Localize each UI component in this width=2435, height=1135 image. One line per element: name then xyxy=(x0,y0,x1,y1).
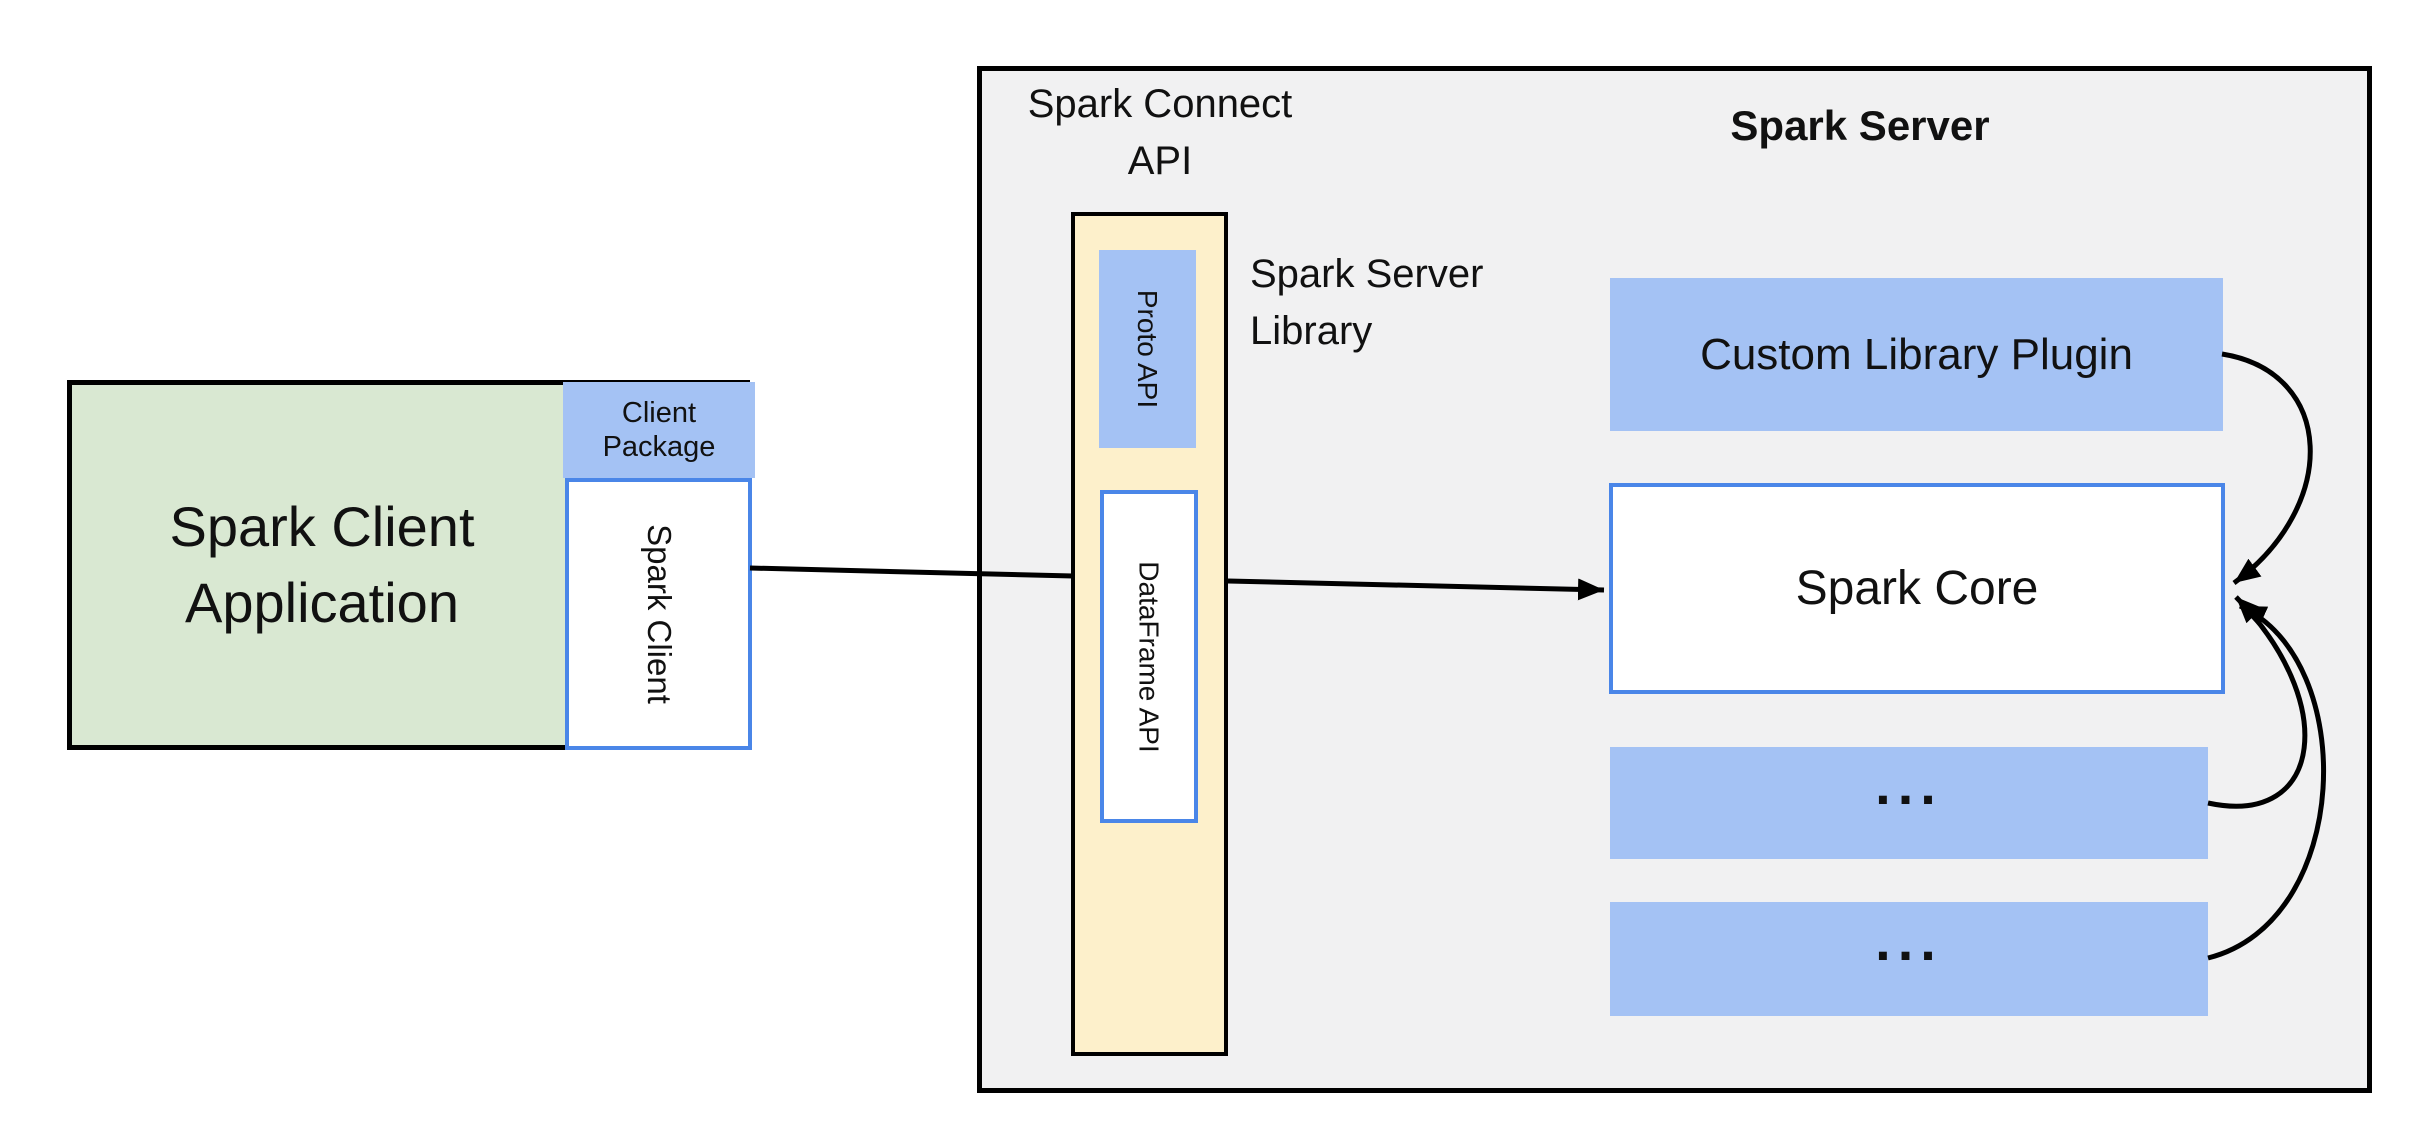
spark-server-title: Spark Server xyxy=(1730,102,1990,149)
spark-connect-api-label-line1: Spark Connect xyxy=(1027,82,1293,126)
spark-client-label: Spark Client xyxy=(640,524,678,704)
more-plugins-box-2: ... xyxy=(1610,902,2208,1016)
proto-api-box: Proto API xyxy=(1099,250,1196,448)
spark-client-application-label-line1: Spark Client xyxy=(169,494,475,558)
client-package-label-line1: Client xyxy=(621,396,697,429)
client-package-label-line2: Package xyxy=(602,431,716,463)
proto-api-label: Proto API xyxy=(1132,289,1164,409)
spark-client-box: Spark Client xyxy=(565,478,752,750)
more-plugins-box-1: ... xyxy=(1610,747,2208,859)
dataframe-api-label: DataFrame API xyxy=(1134,560,1165,753)
spark-client-application-label: Spark Client Application xyxy=(72,385,572,745)
spark-connect-api-label: Spark Connect API xyxy=(990,76,1330,190)
custom-library-plugin-box: Custom Library Plugin xyxy=(1610,278,2223,431)
spark-connect-api-label-line2: API xyxy=(1127,138,1193,183)
dataframe-api-box: DataFrame API xyxy=(1100,490,1198,823)
spark-server-library-label-line2: Library xyxy=(1250,308,1373,353)
spark-core-box: Spark Core xyxy=(1609,483,2225,694)
spark-core-label: Spark Core xyxy=(1795,562,2039,615)
client-package-box: Client Package xyxy=(563,382,755,478)
spark-server-library-label: Spark Server Library xyxy=(1250,246,1590,360)
more-plugins-label-2: ... xyxy=(1875,908,1943,972)
spark-client-application-label-line2: Application xyxy=(185,571,459,634)
custom-library-plugin-label: Custom Library Plugin xyxy=(1700,329,2133,379)
more-plugins-label-1: ... xyxy=(1875,752,1943,816)
spark-server-library-label-line1: Spark Server xyxy=(1250,252,1484,296)
